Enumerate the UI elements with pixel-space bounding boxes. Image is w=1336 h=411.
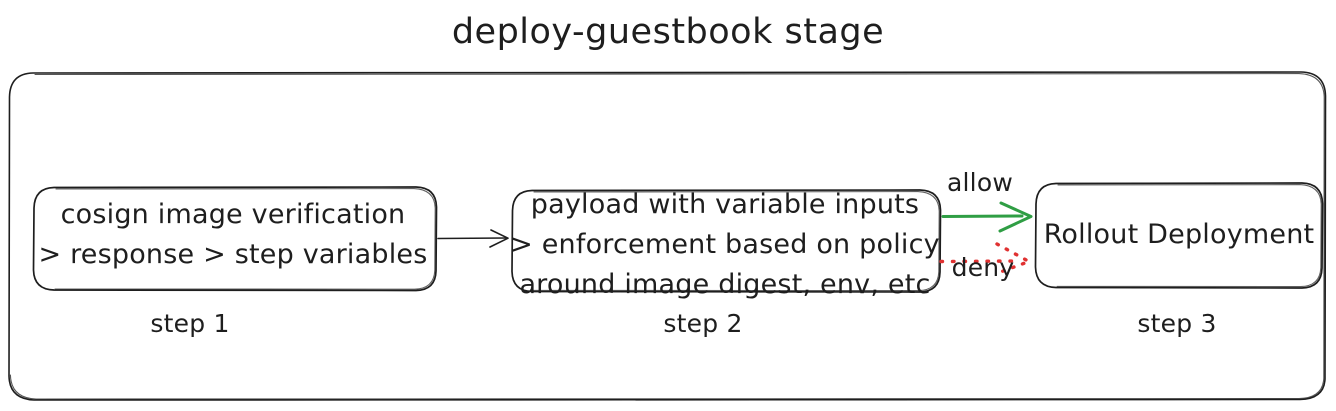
edge-deny <box>939 242 1031 276</box>
step3-line-1: Rollout Deployment <box>1043 219 1315 250</box>
step2-caption: step 2 <box>663 309 743 338</box>
step2-line-3: around image digest, env, etc <box>519 269 931 300</box>
step1-line-2: > response > step variables <box>38 239 428 270</box>
step2-box-shape[interactable] <box>511 189 942 293</box>
step3-caption: step 3 <box>1137 309 1217 338</box>
step2-line-1: payload with variable inputs <box>530 189 920 220</box>
step2-line-2: > enforcement based on policy <box>510 229 940 260</box>
allow-edge-label: allow <box>947 168 1013 197</box>
diagram-title: deploy-guestbook stage <box>451 12 885 52</box>
deny-edge-label: deny <box>951 253 1015 282</box>
edge-step1-to-step2 <box>437 229 509 248</box>
step1-box-shape[interactable] <box>32 186 438 292</box>
edge-allow <box>941 201 1033 233</box>
stage-container-shape <box>8 71 1327 401</box>
step3-box-shape[interactable] <box>1034 182 1324 289</box>
step3-box-text: Rollout Deployment <box>1035 215 1323 255</box>
step1-box-text: cosign image verification > response > s… <box>18 195 448 275</box>
step1-line-1: cosign image verification <box>60 199 406 230</box>
step2-box-text: payload with variable inputs > enforceme… <box>500 185 950 305</box>
step1-caption: step 1 <box>150 309 230 338</box>
